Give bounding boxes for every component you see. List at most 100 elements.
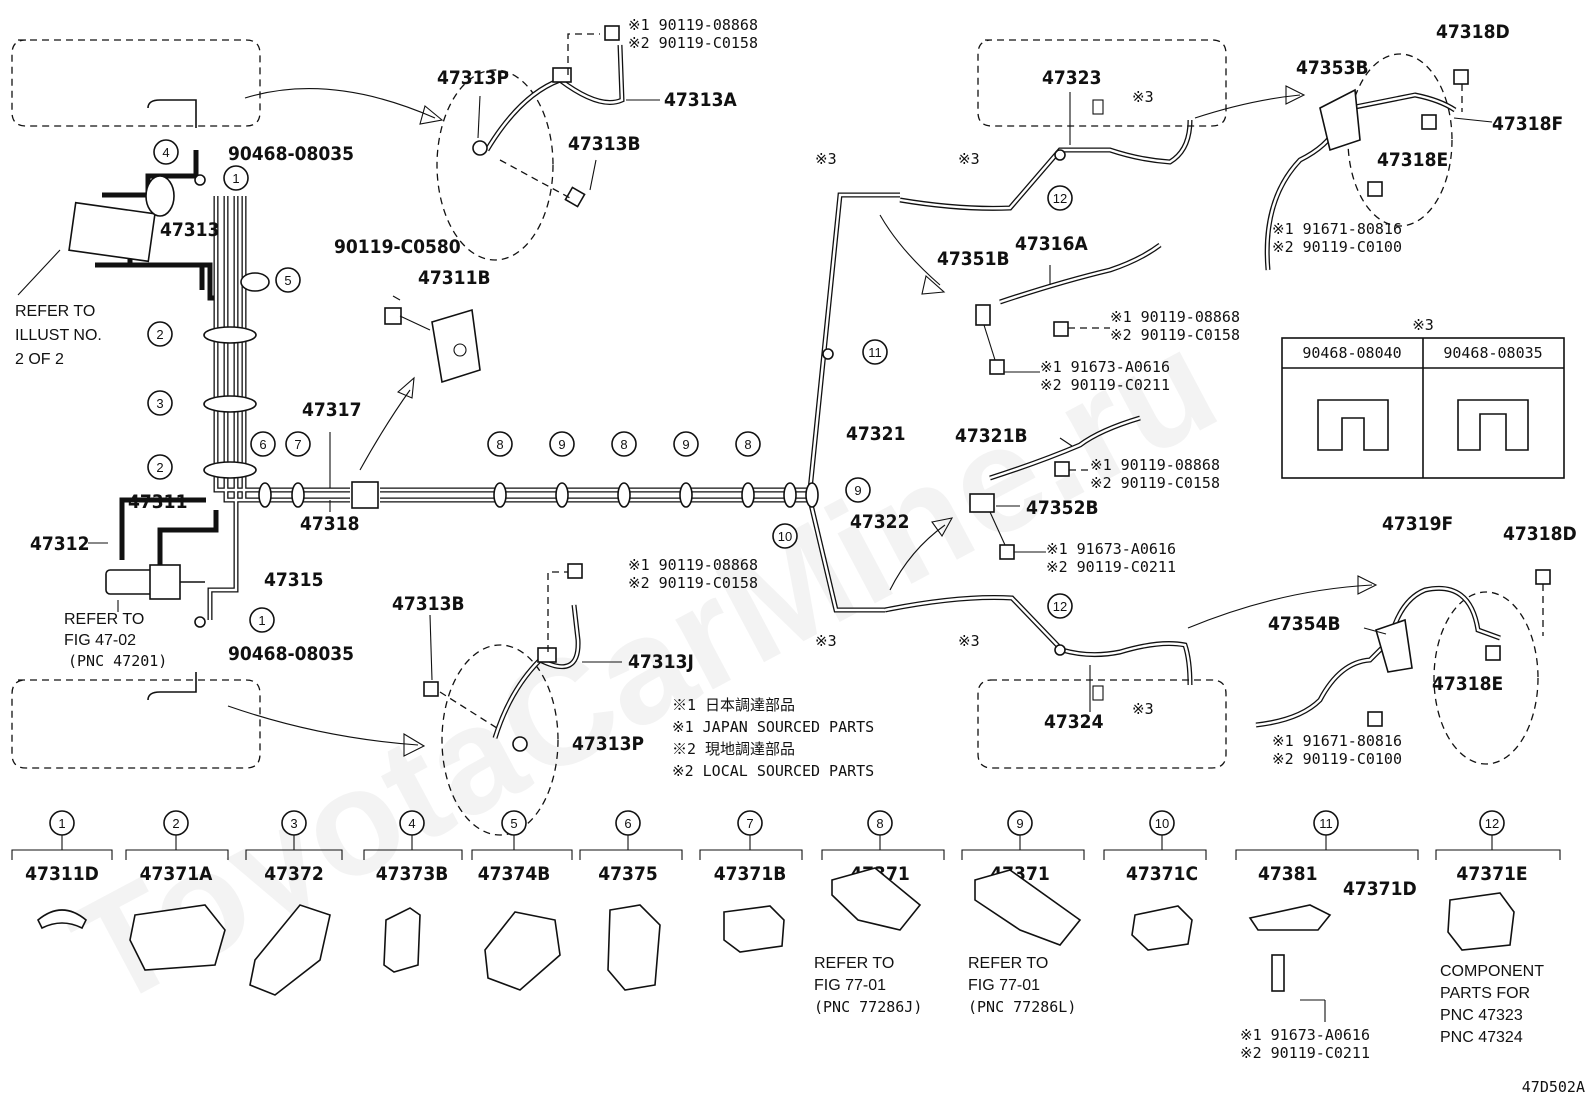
component-part: 47373B [376,863,449,885]
callout-11 [862,339,888,365]
callout-num: 2 [156,327,163,342]
label-p47323: 47323 [1042,67,1101,89]
bolt-pair-r_47316A: ※1 90119-08868 [1110,308,1240,326]
component-part: 47374B [478,863,551,885]
callout-num: 1 [258,613,265,628]
label-p47313P_bot: 47313P [572,733,644,755]
component-note: (PNC 77286L) [968,998,1076,1016]
label-p47352B: 47352B [1026,497,1099,519]
callout-9 [549,431,575,457]
pipe-bundle [95,119,1193,686]
clip-table-header: ※3 [1412,316,1434,334]
callout-num: 6 [259,437,266,452]
bolt-pair-r_bot_right: ※2 90119-C0100 [1272,750,1402,768]
bolt-90119-c0580 [384,307,402,325]
legend-line: ※2 LOCAL SOURCED PARTS [672,762,874,780]
component-note: (PNC 77286J) [814,998,922,1016]
callout-9 [673,431,699,457]
component-glyph [1447,892,1515,951]
callout-3 [147,390,173,416]
component-part: 47371C [1126,863,1198,885]
rr-caliper-ring-bot [1433,591,1539,765]
bolt-pair-top_center: ※2 90119-C0158 [628,34,758,52]
component-callout: 9 [1016,816,1023,831]
label-p47322: 47322 [850,511,909,533]
rr-front-box [977,39,1227,127]
callout-num: 3 [156,396,163,411]
callout-num: 12 [1053,191,1067,206]
callout-8 [735,431,761,457]
component-row: 147311D247371A347372447373B547374B647375… [11,810,1561,1046]
component-callout: 1 [58,816,65,831]
bundle-clips [145,149,1066,656]
component-glyph [249,904,331,996]
bolt-pair-r_47321B: ※2 90119-C0158 [1090,474,1220,492]
refer-illust-line: REFER TO [15,303,95,320]
label-p47313P_top: 47313P [437,67,509,89]
callout-num: 12 [1053,599,1067,614]
callout-7 [285,431,311,457]
note-3: ※3 [1132,700,1154,718]
rear-wheel-box [11,679,261,769]
component-callout: 11 [1319,816,1333,831]
callout-8 [487,431,513,457]
note-3: ※3 [958,150,980,168]
arrow-head [419,105,444,125]
callout-num: 10 [778,529,792,544]
callout-num: 2 [156,460,163,475]
label-p47318F: 47318F [1492,113,1563,135]
note-3: ※3 [815,632,837,650]
component-part: 47372 [264,863,323,885]
label-p47318E_bot: 47318E [1432,673,1503,695]
arrow-line [227,705,419,746]
callout-12 [1047,593,1073,619]
callout-num: 1 [232,171,239,186]
callout-10 [772,523,798,549]
component-part2: 47371D [1343,878,1417,900]
label-p47318: 47318 [300,513,359,535]
callout-num: 9 [854,483,861,498]
component-glyph [1248,904,1332,931]
rear-hose-stub [147,672,197,701]
component-callout: 6 [624,816,631,831]
callout-6 [250,431,276,457]
callout-12 [1047,185,1073,211]
component-callout: 8 [876,816,883,831]
label-p47311: 47311 [128,491,187,513]
labels: 47313P47313A47313B90468-080354731390119-… [15,16,1585,1096]
component-note: PNC 47323 [1440,1007,1523,1024]
front-caliper-ring [436,69,554,261]
clip-table-col: 90468-08040 [1302,344,1401,362]
component-glyph [723,905,785,953]
clip-icon-08035 [1457,399,1529,451]
component-glyph [484,911,561,991]
callout-num: 8 [744,437,751,452]
component-note: FIG 77-01 [814,977,886,994]
arrow-line [244,88,436,119]
component-glyph [37,909,87,930]
legend-line: ※1 JAPAN SOURCED PARTS [672,718,874,736]
bolt-pair-mid_center: ※1 90119-08868 [628,556,758,574]
component-note: REFER TO [814,955,894,972]
component-glyph [974,869,1082,946]
label-p47318D_top: 47318D [1436,21,1510,43]
component-note: FIG 77-01 [968,977,1040,994]
rr-caliper-ring-top [1347,53,1453,227]
front-hose-stub [147,99,197,128]
callout-num: 9 [682,437,689,452]
arrow-head [403,733,426,757]
label-p47318D_bot: 47318D [1503,523,1577,545]
component-glyph [129,904,226,971]
master-cylinder-body [149,564,181,600]
callout-1 [249,607,275,633]
component-part: 47371B [714,863,787,885]
